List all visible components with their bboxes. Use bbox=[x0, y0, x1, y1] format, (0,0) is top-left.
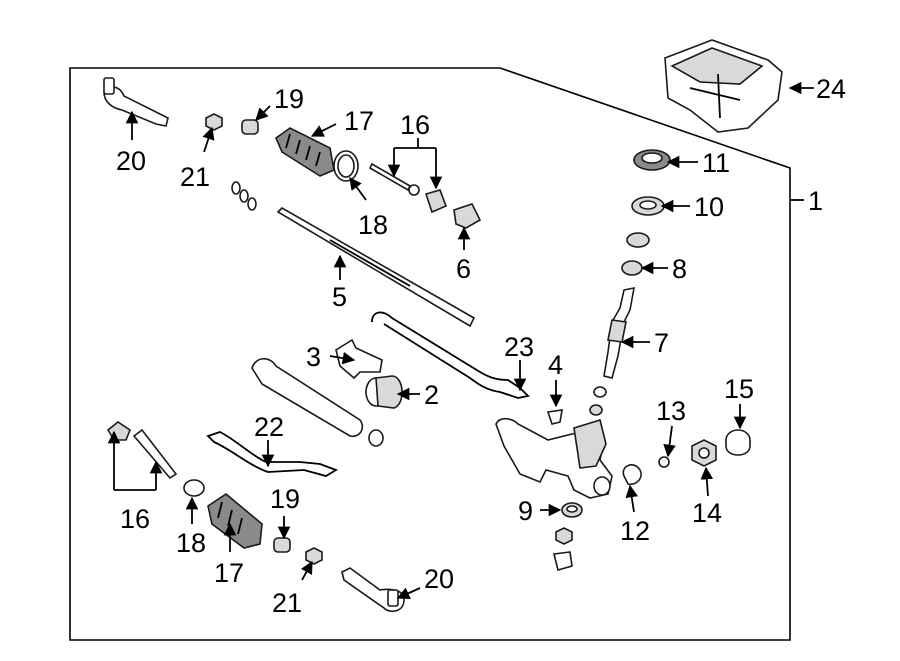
lock-nut-part-14 bbox=[691, 439, 717, 467]
tie-rod-end-part-20-upper bbox=[103, 77, 169, 127]
callout-23: 23 bbox=[504, 332, 534, 362]
clip-part-12 bbox=[622, 464, 642, 486]
callout-labels: 1 2 3 4 5 6 7 8 9 10 11 12 13 14 15 16 1… bbox=[116, 74, 846, 618]
callout-14: 14 bbox=[692, 498, 722, 528]
clamp-ring-part-18-lower bbox=[183, 479, 205, 497]
ring-part-9 bbox=[561, 502, 583, 518]
callout-12: 12 bbox=[620, 516, 650, 546]
callout-24: 24 bbox=[816, 74, 846, 104]
nut-part-21-upper bbox=[205, 113, 223, 131]
tie-rod-end-part-20-lower bbox=[341, 567, 405, 613]
callout-17-lower: 17 bbox=[214, 558, 244, 588]
callout-9: 9 bbox=[518, 496, 533, 526]
callout-20-lower: 20 bbox=[424, 564, 454, 594]
callout-4: 4 bbox=[548, 350, 563, 380]
callout-21-upper: 21 bbox=[180, 162, 210, 192]
callout-17-upper: 17 bbox=[344, 106, 374, 136]
callout-16-lower: 16 bbox=[120, 504, 150, 534]
bushing-part-2 bbox=[365, 375, 403, 409]
pipe-part-22 bbox=[206, 431, 339, 477]
bracket-part-3 bbox=[335, 338, 383, 380]
clamp-part-19-lower bbox=[273, 537, 291, 553]
boot-part-17-upper bbox=[275, 127, 335, 177]
callout-15: 15 bbox=[724, 374, 754, 404]
callout-7: 7 bbox=[654, 328, 669, 358]
callout-10: 10 bbox=[694, 192, 724, 222]
pipe-part-23 bbox=[371, 311, 530, 399]
pinion-shaft-part-7 bbox=[593, 286, 635, 398]
callout-20-upper: 20 bbox=[116, 146, 146, 176]
callout-1: 1 bbox=[808, 186, 823, 216]
plug-part-4 bbox=[546, 409, 563, 425]
callout-3: 3 bbox=[306, 342, 321, 372]
callout-18-upper: 18 bbox=[358, 210, 388, 240]
housing-tube bbox=[251, 357, 384, 447]
callout-16-upper: 16 bbox=[400, 110, 430, 140]
boot-part-17-lower bbox=[207, 493, 263, 549]
callout-6: 6 bbox=[456, 254, 471, 284]
callout-19-upper: 19 bbox=[274, 84, 304, 114]
seal-part-11 bbox=[633, 149, 671, 171]
heat-shield-part-24 bbox=[664, 39, 783, 133]
callout-2: 2 bbox=[424, 380, 439, 410]
callout-13: 13 bbox=[656, 396, 686, 426]
o-rings bbox=[231, 181, 257, 211]
callout-18-lower: 18 bbox=[176, 528, 206, 558]
nut-part-21-lower bbox=[305, 547, 323, 565]
callout-22: 22 bbox=[254, 412, 284, 442]
adjuster-nut-and-cap bbox=[553, 527, 573, 571]
clamp-ring-part-18-upper bbox=[333, 150, 359, 182]
callout-8: 8 bbox=[672, 254, 687, 284]
washer bbox=[626, 232, 650, 248]
gear-housing bbox=[495, 417, 613, 499]
callout-19-lower: 19 bbox=[270, 484, 300, 514]
callout-5: 5 bbox=[332, 282, 347, 312]
inner-tie-rod-part-16-lower bbox=[106, 421, 178, 480]
fittings bbox=[589, 404, 670, 468]
callout-11: 11 bbox=[702, 148, 730, 178]
bearing-part-8 bbox=[621, 260, 643, 276]
leader-lines bbox=[107, 81, 814, 600]
callout-21-lower: 21 bbox=[272, 588, 302, 618]
assembly-boundary-frame bbox=[69, 67, 791, 641]
cap-part-15 bbox=[725, 429, 751, 456]
seal-part-10 bbox=[631, 196, 665, 216]
rack-bar-part-5 bbox=[276, 207, 476, 328]
clamp-part-19-upper bbox=[241, 119, 259, 135]
